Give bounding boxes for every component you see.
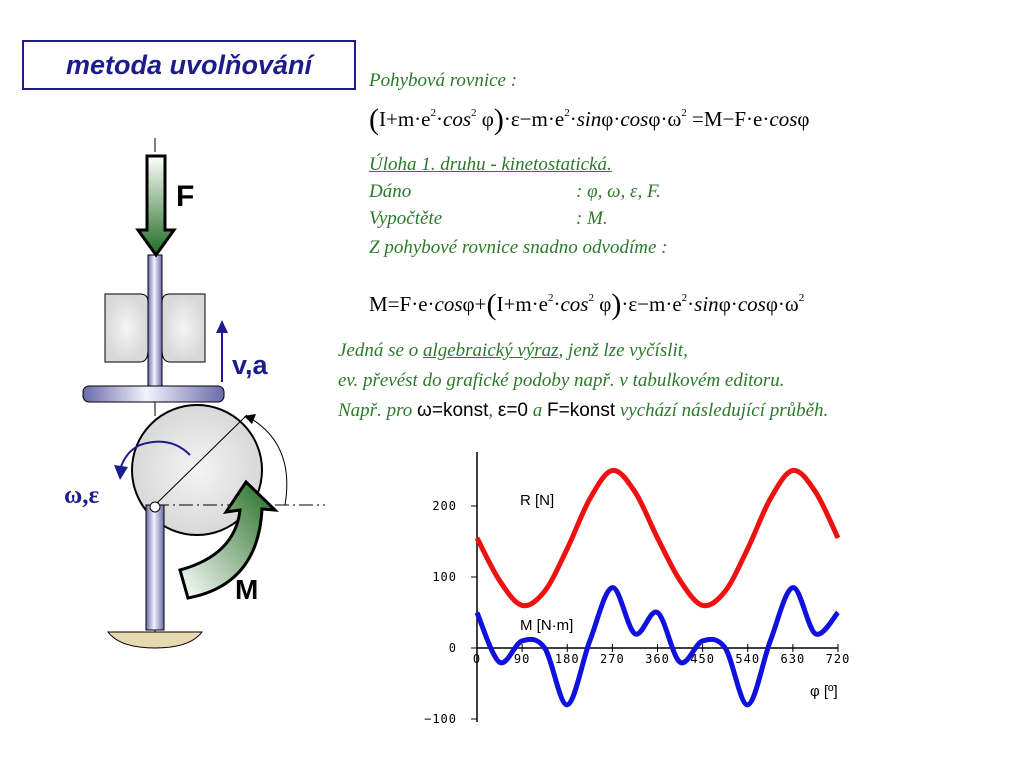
cam-radius bbox=[154, 414, 248, 506]
moment-arrow bbox=[178, 479, 280, 600]
moment-label: M bbox=[235, 574, 259, 605]
velocity-label: v,a bbox=[232, 350, 268, 380]
angle-arrowhead bbox=[244, 414, 256, 424]
y-tick-label: 100 bbox=[432, 570, 457, 584]
x-tick-label: 270 bbox=[600, 652, 625, 666]
task-heading: Úloha 1. druhu - kinetostatická. bbox=[369, 154, 612, 175]
p3-k2: ε=0 bbox=[497, 400, 528, 421]
angle-arc bbox=[249, 417, 288, 506]
x-tick-label: 450 bbox=[690, 652, 715, 666]
x-axis-label: φ [º] bbox=[810, 683, 838, 700]
y-tick-label: 200 bbox=[432, 499, 457, 513]
series-label-2: M [N·m] bbox=[520, 617, 573, 634]
x-tick-label: 630 bbox=[781, 652, 806, 666]
guide-left bbox=[104, 293, 149, 363]
p3-k3: F=konst bbox=[547, 400, 616, 421]
given-label: Dáno bbox=[369, 181, 412, 202]
plate bbox=[82, 385, 225, 403]
equation-of-motion: (I+m·e2·cos2 φ)·ε−m·e2·sinφ·cosφ·ω2 =M−F… bbox=[369, 103, 810, 136]
equation-heading: Pohybová rovnice : bbox=[369, 70, 518, 91]
p3-k1: ω=konst bbox=[417, 400, 489, 421]
velocity-arrowhead bbox=[216, 320, 228, 333]
slide-title: metoda uvolňování bbox=[65, 49, 313, 80]
y-tick-label: −100 bbox=[424, 712, 457, 726]
paragraph-line-2: ev. převést do grafické podoby např. v t… bbox=[338, 370, 785, 391]
force-label: F bbox=[176, 180, 195, 213]
guide-right bbox=[161, 293, 206, 363]
x-tick-label: 540 bbox=[735, 652, 760, 666]
x-tick-label: 360 bbox=[645, 652, 670, 666]
base bbox=[106, 631, 204, 649]
lower-rod bbox=[145, 504, 165, 631]
p3-b: , bbox=[488, 400, 498, 421]
given-values: : φ, ω, ε, F. bbox=[576, 181, 661, 203]
series-line-2 bbox=[474, 585, 840, 708]
force-arrow bbox=[135, 154, 177, 258]
x-tick-label: 90 bbox=[514, 652, 530, 666]
compute-label: Vypočtěte bbox=[369, 208, 443, 229]
upper-rod bbox=[147, 254, 163, 391]
derive-text: Z pohybové rovnice snadno odvodíme : bbox=[369, 237, 668, 258]
title-box: metoda uvolňování bbox=[22, 40, 356, 90]
p3-d: vychází následující průběh. bbox=[615, 400, 829, 421]
paragraph-line-1: Jedná se o algebraický výraz, jenž lze v… bbox=[338, 340, 688, 362]
derived-equation: M=F·e·cosφ+(I+m·e2·cos2 φ)·ε−m·e2·sinφ·c… bbox=[369, 288, 805, 321]
p3-a: Např. pro bbox=[338, 400, 418, 421]
given-values-text: : φ, ω, ε, F. bbox=[576, 181, 661, 202]
angular-label: ω,ε bbox=[64, 482, 100, 509]
series-line-1 bbox=[474, 467, 841, 609]
y-tick-label: 0 bbox=[449, 641, 457, 655]
pivot bbox=[149, 501, 161, 513]
x-tick-label: 180 bbox=[555, 652, 580, 666]
p1-b: , jenž lze vyčíslit, bbox=[558, 340, 688, 361]
angular-arc bbox=[119, 440, 191, 471]
x-tick-label: 720 bbox=[826, 652, 851, 666]
angular-arrowhead bbox=[114, 465, 128, 480]
cam-disc bbox=[131, 404, 263, 536]
x-tick-label: 0 bbox=[473, 652, 481, 666]
p3-c: a bbox=[528, 400, 547, 421]
series-label-1: R [N] bbox=[520, 492, 554, 509]
p1-a: Jedná se o bbox=[338, 340, 423, 361]
compute-values: : M. bbox=[576, 208, 608, 229]
p1-link: algebraický výraz bbox=[422, 340, 559, 361]
paragraph-line-3: Např. pro ω=konst, ε=0 a F=konst vychází… bbox=[338, 400, 828, 422]
